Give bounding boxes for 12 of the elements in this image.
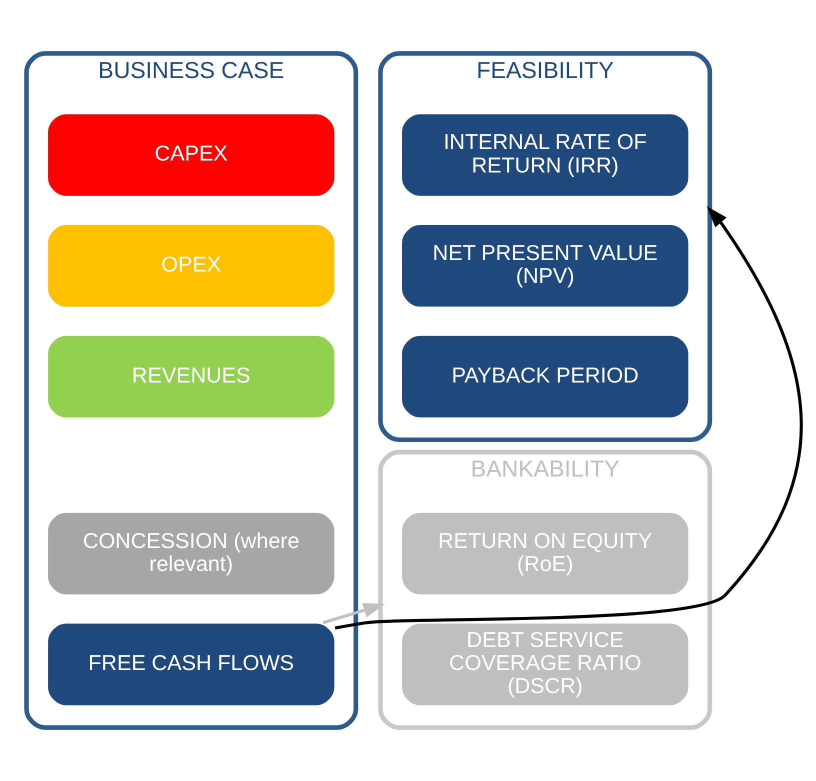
node-box: CAPEX	[46, 112, 336, 198]
node-box: RETURN ON EQUITY (RoE)	[400, 511, 690, 596]
node-box: REVENUES	[46, 334, 336, 419]
node-box: FREE CASH FLOWS	[46, 622, 336, 707]
node-box: INTERNAL RATE OF RETURN (IRR)	[400, 112, 690, 198]
node-box: CONCESSION (where relevant)	[46, 511, 336, 596]
node-box: PAYBACK PERIOD	[400, 334, 690, 419]
node-box: NET PRESENT VALUE (NPV)	[400, 224, 690, 308]
arrow	[334, 206, 803, 630]
arrow	[322, 602, 385, 624]
node-box: OPEX	[46, 224, 336, 308]
node-box: DEBT SERVICE COVERAGE RATIO (DSCR)	[400, 622, 690, 707]
